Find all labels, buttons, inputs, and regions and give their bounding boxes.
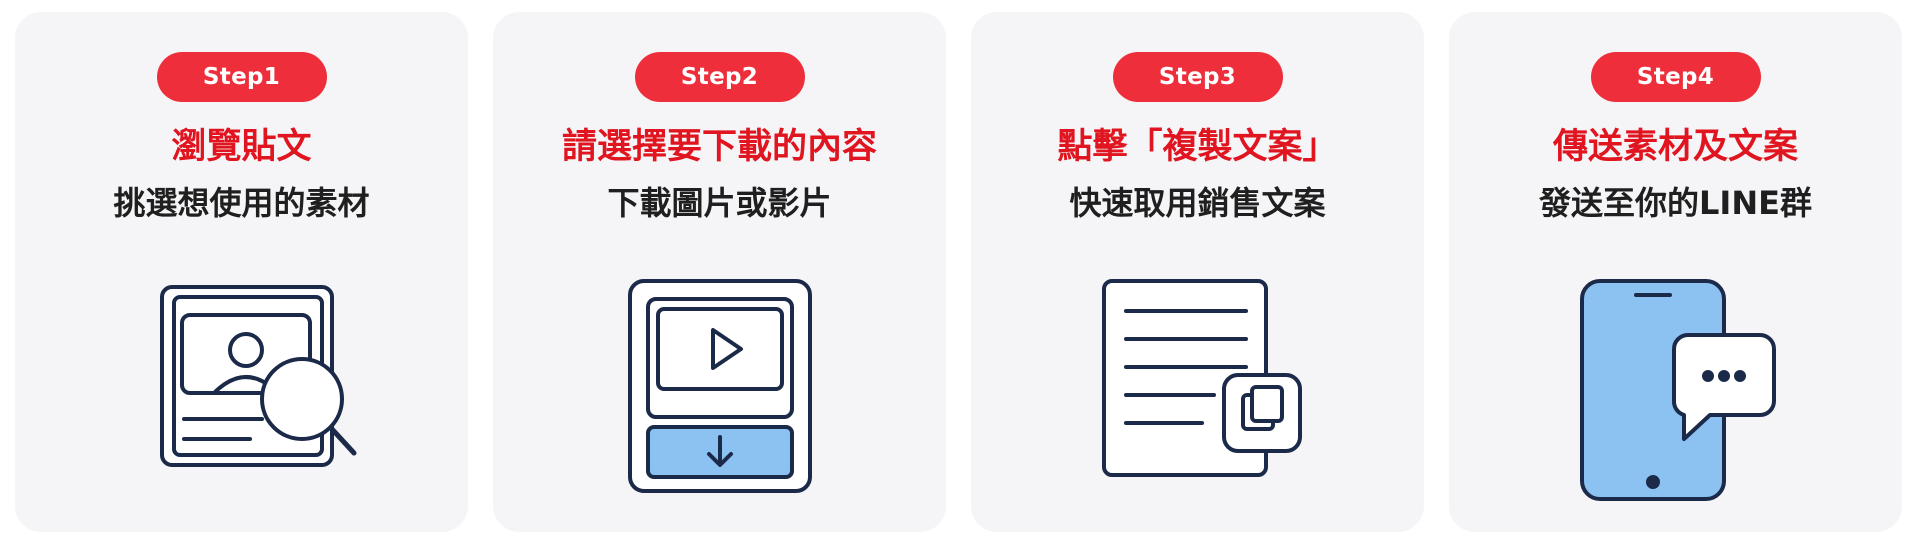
step-title: 點擊「複製文案」 [1057, 127, 1338, 167]
phone-chat-icon [1556, 277, 1796, 507]
step-card-1: Step1 瀏覽貼文 挑選想使用的素材 [15, 12, 468, 532]
step-title: 請選擇要下載的內容 [561, 127, 877, 167]
step-badge: Step1 [156, 52, 327, 102]
copy-document-icon [1078, 277, 1318, 507]
step-card-3: Step3 點擊「複製文案」 快速取用銷售文案 [971, 12, 1424, 532]
step-badge: Step4 [1590, 52, 1761, 102]
step-subtitle: 快速取用銷售文案 [1069, 184, 1326, 222]
step-title: 傳送素材及文案 [1552, 127, 1798, 167]
step-title: 瀏覽貼文 [171, 127, 312, 167]
step-card-2: Step2 請選擇要下載的內容 下載圖片或影片 [493, 12, 946, 532]
step-card-4: Step4 傳送素材及文案 發送至你的LINE群 [1449, 12, 1902, 532]
step-subtitle: 下載圖片或影片 [607, 184, 832, 222]
steps-row: Step1 瀏覽貼文 挑選想使用的素材 Step2 請選擇要下載的 [15, 12, 1902, 532]
step-subtitle: 挑選想使用的素材 [113, 184, 370, 222]
step-badge: Step3 [1112, 52, 1283, 102]
video-download-icon [600, 277, 840, 507]
step-subtitle: 發送至你的LINE群 [1539, 184, 1812, 222]
step-badge: Step2 [634, 52, 805, 102]
image-search-icon [122, 277, 362, 507]
